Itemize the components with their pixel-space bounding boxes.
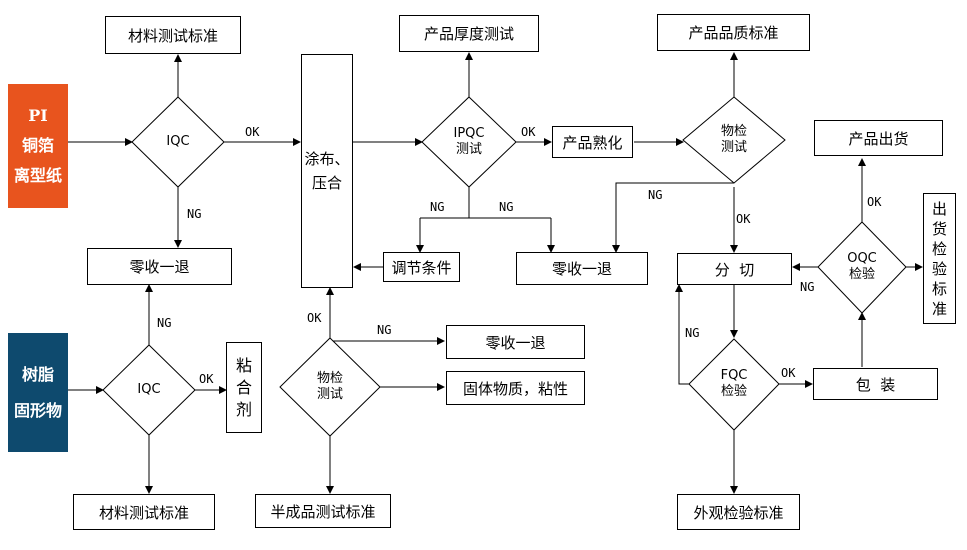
decision-ipqc bbox=[421, 96, 517, 188]
iqc-top-label: IQC bbox=[148, 132, 208, 152]
iqc-top-text: IQC bbox=[166, 134, 190, 149]
input-pi-label-2: 铜箔 bbox=[21, 136, 54, 155]
zero-return-left-box: 零收一退 bbox=[87, 248, 232, 285]
curing-box: 产品熟化 bbox=[552, 126, 633, 158]
input-pi-label-3: 离型纸 bbox=[13, 166, 62, 185]
slitting-box: 分 切 bbox=[677, 253, 792, 285]
ipqc-label: IPQC 测试 bbox=[439, 125, 499, 159]
solid-viscosity-box: 固体物质，粘性 bbox=[446, 371, 585, 405]
adjust-box: 调节条件 bbox=[383, 252, 460, 282]
ship-std-char-2: 货 bbox=[931, 219, 947, 238]
ng-label-check-left: NG bbox=[377, 323, 392, 337]
binder-char-3: 剂 bbox=[235, 399, 252, 419]
oqc-label: OQC 检验 bbox=[832, 250, 892, 284]
ship-std-box: 出 货 检 验 标 准 bbox=[923, 193, 956, 324]
check-right-line-2: 测试 bbox=[720, 140, 747, 155]
ok-label-oqc: OK bbox=[867, 195, 882, 209]
ipqc-line-2: 测试 bbox=[455, 142, 482, 157]
check-right-label: 物检 测试 bbox=[704, 123, 764, 157]
ng-label-check-right: NG bbox=[648, 188, 663, 202]
ship-std-char-3: 检 bbox=[931, 239, 947, 258]
check-right-line-1: 物检 bbox=[720, 124, 747, 139]
fqc-label: FQC 检验 bbox=[704, 367, 764, 401]
decision-check-left bbox=[279, 337, 381, 437]
binder-box: 粘 合 剂 bbox=[226, 342, 262, 433]
coating-box: 涂布、 压合 bbox=[301, 54, 353, 288]
iqc-bottom-text: IQC bbox=[137, 382, 161, 397]
ng-label-oqc: NG bbox=[800, 280, 815, 294]
ng-label-ipqc-left: NG bbox=[430, 200, 445, 214]
input-resin-label-2: 固形物 bbox=[13, 400, 62, 420]
check-left-line-2: 测试 bbox=[316, 387, 343, 402]
ship-std-char-4: 验 bbox=[931, 259, 947, 278]
arrow-check-ng2 bbox=[612, 182, 734, 253]
ng-label-ipqc-right: NG bbox=[499, 200, 514, 214]
oqc-line-1: OQC bbox=[847, 251, 877, 266]
ok-label-check-left: OK bbox=[307, 311, 322, 325]
ok-label-iqc-top: OK bbox=[245, 125, 260, 139]
thickness-test-box: 产品厚度测试 bbox=[399, 15, 539, 52]
ship-std-char-5: 标 bbox=[931, 279, 947, 298]
ng-label-iqc-bottom: NG bbox=[157, 316, 172, 330]
ship-std-char-6: 准 bbox=[931, 299, 947, 318]
input-pi-copper: PI 铜箔 离型纸 bbox=[8, 84, 68, 208]
ng-label-fqc: NG bbox=[685, 326, 700, 340]
ship-std-char-1: 出 bbox=[931, 199, 947, 218]
iqc-bottom-label: IQC bbox=[119, 380, 179, 400]
ng-label-iqc-top: NG bbox=[187, 207, 202, 221]
zero-return-mid-box: 零收一退 bbox=[446, 325, 585, 359]
binder-char-2: 合 bbox=[235, 377, 252, 397]
decision-iqc-top bbox=[131, 96, 225, 188]
zero-return-right-box: 零收一退 bbox=[516, 252, 648, 285]
binder-char-1: 粘 bbox=[235, 355, 252, 375]
input-resin-label-1: 树脂 bbox=[21, 364, 54, 384]
input-pi-label-1: PI bbox=[28, 106, 48, 125]
fqc-line-2: 检验 bbox=[720, 384, 747, 399]
check-left-label: 物检 测试 bbox=[300, 370, 360, 404]
decision-oqc bbox=[817, 221, 907, 314]
decision-iqc-bottom bbox=[102, 344, 196, 436]
check-left-line-1: 物检 bbox=[316, 371, 343, 386]
shipping-box: 产品出货 bbox=[814, 120, 943, 156]
appearance-std-box: 外观检验标准 bbox=[677, 494, 800, 530]
ok-label-check-right: OK bbox=[736, 212, 751, 226]
ipqc-line-1: IPQC bbox=[453, 126, 485, 141]
quality-std-box: 产品品质标准 bbox=[657, 14, 810, 51]
material-std-top-box: 材料测试标准 bbox=[105, 16, 241, 54]
fqc-line-1: FQC bbox=[720, 368, 748, 383]
decision-fqc bbox=[688, 338, 780, 431]
ok-label-iqc-bottom: OK bbox=[199, 372, 214, 386]
oqc-line-2: 检验 bbox=[848, 267, 875, 282]
ok-label-ipqc: OK bbox=[521, 125, 536, 139]
coating-line-1: 涂布、 bbox=[304, 150, 350, 168]
half-product-std-box: 半成品测试标准 bbox=[255, 494, 391, 528]
arrow-fqc-ng bbox=[675, 284, 689, 385]
material-std-bottom-box: 材料测试标准 bbox=[73, 494, 215, 530]
input-resin: 树脂 固形物 bbox=[8, 333, 68, 452]
packing-box: 包 装 bbox=[813, 368, 938, 400]
ok-label-fqc: OK bbox=[781, 366, 796, 380]
decision-check-right bbox=[682, 96, 786, 184]
coating-line-2: 压合 bbox=[311, 174, 342, 192]
